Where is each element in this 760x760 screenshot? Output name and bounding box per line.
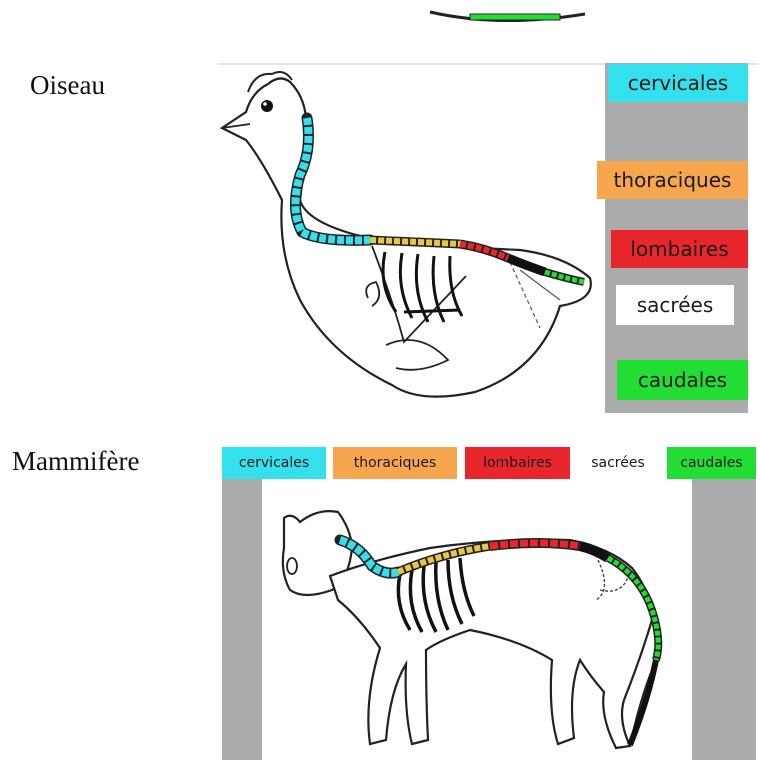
cat-skeleton-illustration xyxy=(0,0,760,760)
